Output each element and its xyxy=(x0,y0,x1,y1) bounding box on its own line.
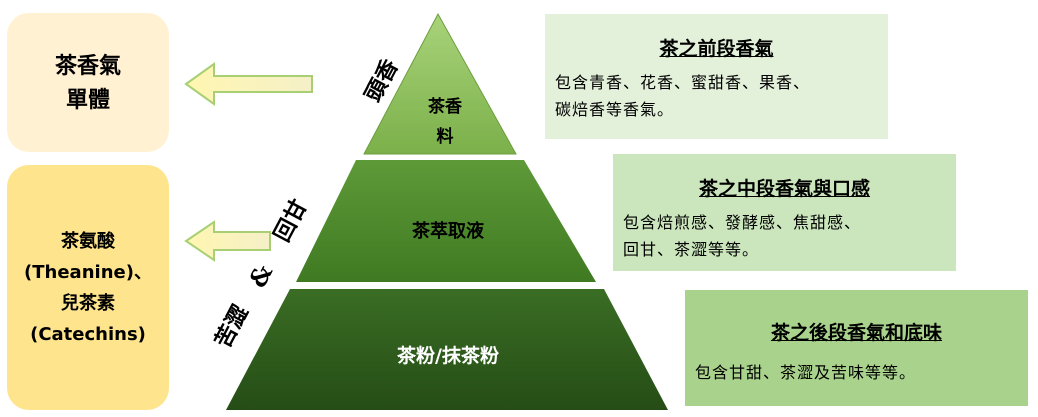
compound-line1: 茶香氣 xyxy=(54,52,121,79)
side-label-ampersand: & xyxy=(243,259,279,292)
pyramid-tier-top xyxy=(363,12,517,155)
theanine-line1: 茶氨酸 xyxy=(61,230,115,252)
compound-box: 茶香氣 單體 xyxy=(7,13,169,152)
arrow-top-icon xyxy=(184,62,313,106)
note-middle: 茶之中段香氣與口感 包含焙煎感、發酵感、焦甜感、 回甘、茶澀等等。 xyxy=(613,154,956,271)
tier-middle-label: 茶萃取液 xyxy=(412,220,485,242)
note-top: 茶之前段香氣 包含青香、花香、蜜甜香、果香、 碳焙香等香氣。 xyxy=(545,14,888,139)
note-middle-body-line1: 包含焙煎感、發酵感、焦甜感、 xyxy=(623,213,862,232)
tier-bottom-label: 茶粉/抹茶粉 xyxy=(397,344,499,367)
theanine-line4: (Catechins) xyxy=(30,323,146,345)
note-top-title: 茶之前段香氣 xyxy=(659,38,774,60)
theanine-line2: (Theanine)、 xyxy=(24,261,152,283)
theanine-box: 茶氨酸 (Theanine)、 兒茶素 (Catechins) xyxy=(7,165,169,410)
pyramid-tier-bottom xyxy=(226,289,668,410)
note-top-body-line1: 包含青香、花香、蜜甜香、果香、 xyxy=(555,73,811,92)
note-middle-body-line2: 回甘、茶澀等等。 xyxy=(623,240,760,259)
note-middle-title: 茶之中段香氣與口感 xyxy=(698,178,870,200)
side-label-bottom: 苦澀 xyxy=(210,301,254,352)
note-bottom-title: 茶之後段香氣和底味 xyxy=(770,322,942,344)
compound-line2: 單體 xyxy=(65,86,110,113)
note-bottom-body-line1: 包含甘甜、茶澀及苦味等等。 xyxy=(695,363,917,382)
side-label-middle: 回甘 xyxy=(269,195,313,246)
tier-top-line1: 茶香 xyxy=(428,96,462,117)
note-top-body-line2: 碳焙香等香氣。 xyxy=(555,100,675,119)
tier-top-line2: 料 xyxy=(437,126,454,147)
note-bottom: 茶之後段香氣和底味 包含甘甜、茶澀及苦味等等。 xyxy=(685,290,1028,406)
pyramid-tier-middle xyxy=(296,160,596,282)
arrow-middle-icon xyxy=(184,220,271,262)
theanine-line3: 兒茶素 xyxy=(61,292,115,314)
